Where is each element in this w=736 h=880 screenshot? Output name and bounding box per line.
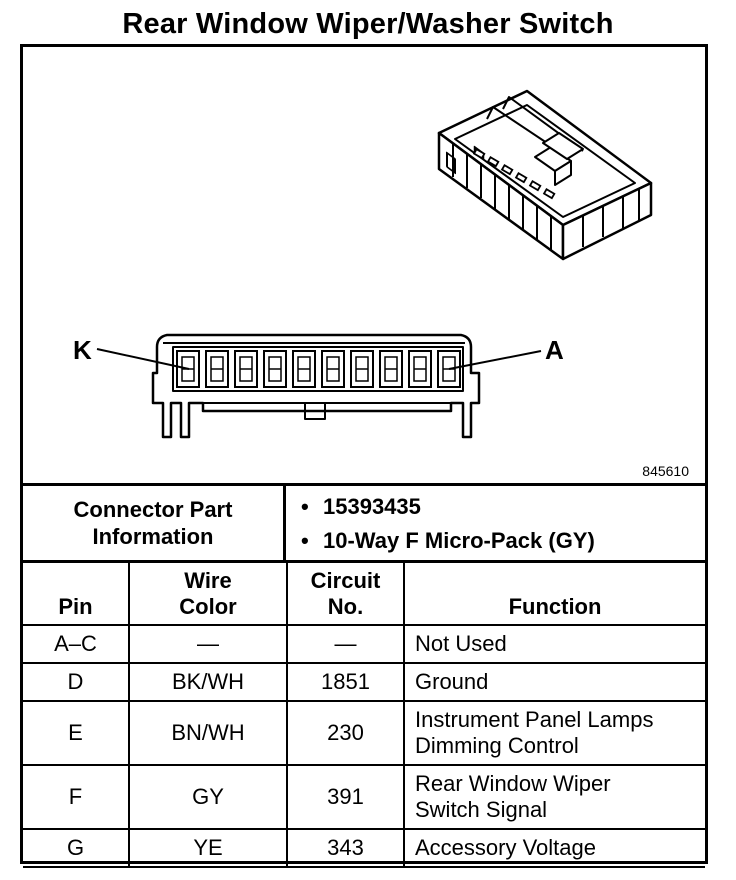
- wire-color-cell: GY: [128, 764, 288, 830]
- function-line: Switch Signal: [415, 797, 548, 822]
- connector-3d-slots: [472, 148, 556, 200]
- function-cell: Not Used: [403, 624, 705, 664]
- table-row: F GY 391 Rear Window Wiper Switch Signal: [23, 764, 705, 830]
- header-wire-color-line2: Color: [179, 594, 237, 619]
- connector-cavity-detail: [181, 356, 456, 382]
- part-number-item: • 15393435: [301, 490, 595, 524]
- connector-info-label: Connector Part Information: [23, 486, 286, 560]
- connector-info-label-line1: Connector Part: [73, 497, 233, 522]
- pin-label-k: K: [73, 335, 92, 365]
- pin-label-a: A: [545, 335, 564, 365]
- bullet-icon: •: [301, 528, 309, 553]
- header-wire-color: Wire Color: [128, 560, 288, 626]
- connector-type-item: • 10-Way F Micro-Pack (GY): [301, 524, 595, 558]
- leader-line-k: [96, 348, 190, 370]
- figure-number: 845610: [642, 463, 689, 479]
- function-cell: Rear Window Wiper Switch Signal: [403, 764, 705, 830]
- circuit-cell: 230: [286, 700, 405, 766]
- table-row: D BK/WH 1851 Ground: [23, 662, 705, 702]
- diagram-title: Rear Window Wiper/Washer Switch: [122, 8, 614, 40]
- diagram-frame: K A 845610 Connector Part Information • 1…: [20, 44, 708, 868]
- header-circuit-line2: No.: [327, 594, 364, 619]
- header-circuit: Circuit No.: [286, 560, 405, 626]
- pinout-table: Pin Wire Color Circuit No. Function A–C …: [23, 560, 705, 868]
- function-cell: Accessory Voltage: [403, 828, 705, 868]
- table-row: A–C — — Not Used: [23, 624, 705, 664]
- bullet-icon: •: [301, 494, 309, 519]
- header-pin: Pin: [23, 560, 130, 626]
- wire-color-cell: —: [128, 624, 288, 664]
- leader-line-a: [448, 350, 542, 370]
- pin-cell: A–C: [23, 624, 130, 664]
- part-number: 15393435: [323, 494, 421, 519]
- table-row: G YE 343 Accessory Voltage: [23, 828, 705, 868]
- connector-info-row: Connector Part Information • 15393435 • 10…: [23, 483, 705, 563]
- wire-color-cell: YE: [128, 828, 288, 868]
- connector-info-label-line2: Information: [92, 524, 214, 549]
- connector-face-view: [151, 333, 481, 439]
- circuit-cell: —: [286, 624, 405, 664]
- function-line: Rear Window Wiper: [415, 771, 611, 796]
- pin-cell: G: [23, 828, 130, 868]
- function-line: Instrument Panel Lamps: [415, 707, 654, 732]
- connector-3d-illustration: [437, 89, 653, 261]
- wire-color-cell: BN/WH: [128, 700, 288, 766]
- header-wire-color-line1: Wire: [184, 568, 232, 593]
- function-cell: Ground: [403, 662, 705, 702]
- pin-cell: D: [23, 662, 130, 702]
- header-circuit-line1: Circuit: [310, 568, 381, 593]
- wire-color-cell: BK/WH: [128, 662, 288, 702]
- connector-type: 10-Way F Micro-Pack (GY): [323, 528, 595, 553]
- connector-info-values: • 15393435 • 10-Way F Micro-Pack (GY): [301, 490, 595, 558]
- circuit-cell: 343: [286, 828, 405, 868]
- function-cell: Instrument Panel Lamps Dimming Control: [403, 700, 705, 766]
- circuit-cell: 1851: [286, 662, 405, 702]
- connector-drawing: K A: [73, 89, 653, 439]
- pin-cell: E: [23, 700, 130, 766]
- circuit-cell: 391: [286, 764, 405, 830]
- header-function: Function: [403, 560, 705, 626]
- function-line: Dimming Control: [415, 733, 579, 758]
- table-row: E BN/WH 230 Instrument Panel Lamps Dimmi…: [23, 700, 705, 766]
- table-header-row: Pin Wire Color Circuit No. Function: [23, 560, 705, 626]
- pin-cell: F: [23, 764, 130, 830]
